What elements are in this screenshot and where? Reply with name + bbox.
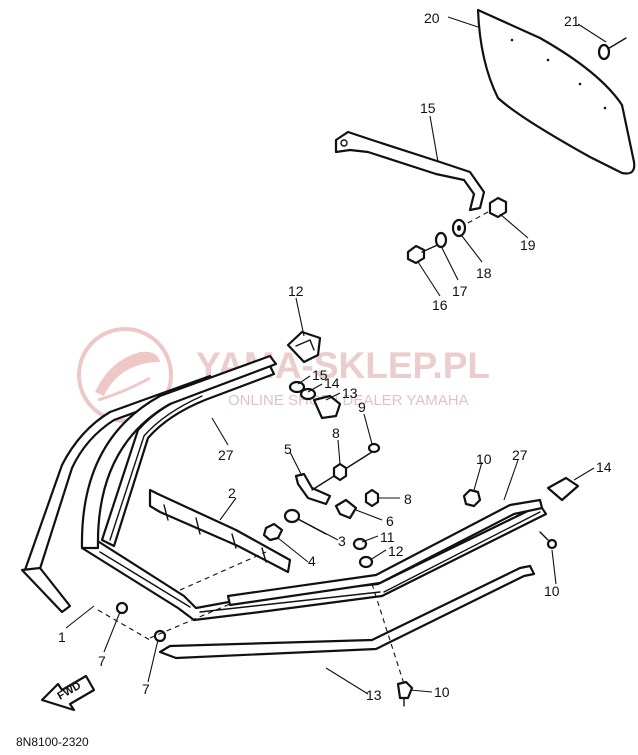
watermark-subtitle: ONLINE SHOP | DEALER YAMAHA [228, 392, 469, 409]
callout-13: 12 [388, 543, 404, 559]
callout-10-right: 10 [544, 583, 560, 599]
rivet-26 [597, 37, 627, 61]
screw-10a [539, 531, 558, 550]
washer-18 [299, 387, 317, 401]
callout-4: 4 [308, 553, 316, 569]
lip-outer-left-tip [20, 566, 72, 614]
collar-4 [262, 522, 284, 542]
screw-9 [367, 442, 381, 454]
callout-20: 15 [420, 100, 436, 116]
nut-12 [352, 537, 368, 551]
washer-22 [434, 231, 448, 249]
washer-23 [451, 218, 467, 238]
callout-6: 6 [386, 513, 394, 529]
callout-16: 12 [288, 283, 304, 299]
callout-23: 18 [476, 265, 492, 281]
nut-24 [488, 196, 508, 219]
fwd-arrow: FWD [40, 674, 96, 712]
callout-26: 21 [564, 13, 580, 29]
callout-12: 11 [380, 529, 395, 545]
callout-27-right: 27 [512, 447, 528, 463]
callout-2: 2 [228, 485, 236, 501]
bracket-2 [148, 488, 292, 574]
stay-5 [294, 451, 373, 506]
callout-11: 10 [476, 451, 492, 467]
callout-24: 19 [520, 237, 536, 253]
callout-21: 16 [432, 297, 448, 313]
washer-19 [288, 380, 306, 394]
callout-8-lower: 8 [404, 491, 412, 507]
callout-7-lower: 7 [142, 681, 150, 697]
callout-27-left: 27 [218, 447, 234, 463]
callout-9: 9 [358, 399, 366, 415]
panel-25 [476, 8, 636, 175]
clip-6 [334, 498, 358, 520]
clip-15 [546, 476, 580, 502]
callout-19: 15 [312, 367, 328, 383]
callout-1: 1 [58, 629, 66, 645]
assembly-lines [97, 211, 489, 685]
callout-14: 13 [366, 687, 382, 703]
callout-15: 14 [596, 459, 612, 475]
clip-16 [286, 330, 322, 364]
washer-13 [358, 555, 374, 569]
callout-8-upper: 8 [332, 425, 340, 441]
callout-5: 5 [284, 441, 292, 457]
bolt-17 [312, 394, 342, 420]
leader-lines [65, 16, 607, 695]
nut-8b [364, 488, 380, 508]
callout-17: 13 [342, 385, 358, 401]
callout-3: 3 [338, 533, 346, 549]
molding-27-right [226, 498, 544, 607]
lip-14 [158, 564, 536, 660]
callout-18: 14 [324, 375, 340, 391]
screw-10b [396, 680, 414, 707]
grommet-11 [462, 488, 482, 508]
callout-7-upper: 7 [98, 653, 106, 669]
callout-10-lower: 10 [434, 684, 450, 700]
nut-8a [332, 462, 348, 482]
bracket-20 [334, 130, 486, 212]
callout-22: 17 [452, 283, 468, 299]
screw-7b [153, 629, 167, 643]
drawing-code: 8N8100-2320 [16, 735, 89, 749]
screw-7a [115, 601, 129, 615]
callout-numbers: 20 21 15 19 18 17 16 12 15 14 13 9 8 27 … [58, 10, 612, 703]
callout-25: 20 [424, 10, 440, 26]
